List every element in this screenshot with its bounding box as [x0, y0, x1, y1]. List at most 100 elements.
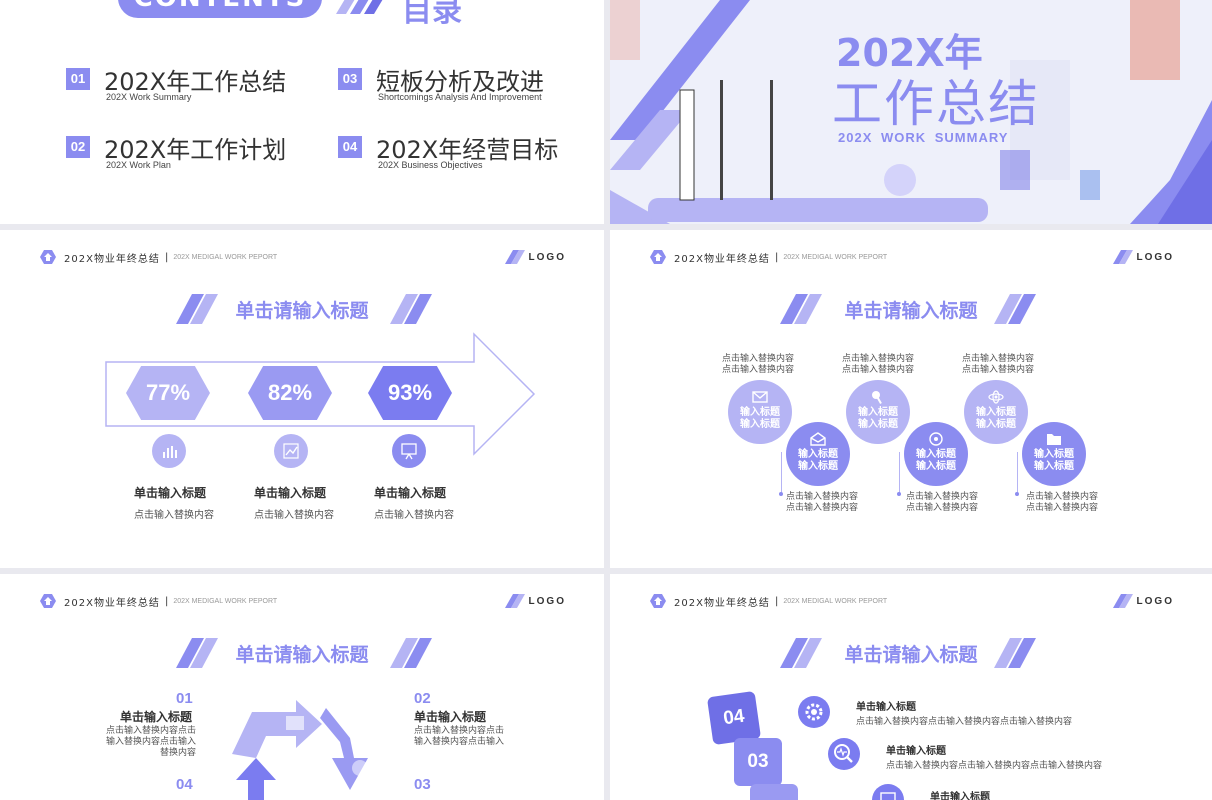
logo: LOGO	[1112, 250, 1174, 264]
logo-text: LOGO	[528, 251, 566, 263]
toc-subtitle: Shortcomings Analysis And Improvement	[378, 92, 542, 102]
toc-title: 202X年工作计划	[104, 136, 287, 164]
title-stripes-right	[390, 294, 432, 324]
cover-slide[interactable]: 202X年 工作总结 202X WORK SUMMARY	[610, 0, 1212, 224]
contents-slide[interactable]: CONTENTS 目录 01 202X年工作总结 202X Work Summa…	[0, 0, 604, 224]
connector-dot	[897, 492, 901, 496]
circles-slide[interactable]: 202X物业年终总结 | 202X MEDIGAL WORK PEPORT LO…	[610, 230, 1212, 568]
circle-2[interactable]: 输入标题输入标题	[786, 422, 850, 486]
step-title-01: 单击输入标题	[120, 710, 193, 724]
logo-text: LOGO	[528, 595, 566, 607]
circle-3[interactable]: 输入标题输入标题	[846, 380, 910, 444]
circle-6[interactable]: 输入标题输入标题	[1022, 422, 1086, 486]
connector-dot	[1015, 492, 1019, 496]
step-number-01: 01	[176, 690, 193, 707]
toc-subtitle: 202X Work Plan	[106, 160, 171, 170]
row-title-02: 单击输入标题	[930, 792, 990, 800]
cover-subtitle: 202X WORK SUMMARY	[838, 130, 1009, 145]
toc-title: 202X年工作总结	[104, 68, 287, 96]
step-number-02: 02	[414, 690, 431, 707]
percent-hex-1: 77%	[126, 366, 210, 420]
step-number-04: 04	[176, 776, 193, 793]
home-hex-icon	[650, 594, 666, 608]
title-stripes-left	[176, 638, 218, 668]
header-subtitle: 202X MEDIGAL WORK PEPORT	[173, 597, 278, 605]
gear-icon	[798, 696, 830, 728]
header-title: 202X物业年终总结	[674, 253, 770, 265]
slide-title: 单击请输入标题	[235, 644, 369, 666]
stairs-slide[interactable]: 202X物业年终总结 | 202X MEDIGAL WORK PEPORT LO…	[610, 574, 1212, 800]
search-pulse-icon	[828, 738, 860, 770]
percent-hex-3: 93%	[368, 366, 452, 420]
slide-header: 202X物业年终总结 | 202X MEDIGAL WORK PEPORT	[40, 594, 278, 609]
top-text-1: 点击输入替换内容点击输入替换内容	[722, 354, 795, 375]
top-text-2: 点击输入替换内容点击输入替换内容	[842, 354, 915, 375]
logo-text: LOGO	[1136, 251, 1174, 263]
step-text-02: 点击输入替换内容点击输入替换内容点击输入	[414, 726, 505, 747]
folder-icon	[1047, 434, 1061, 445]
contents-pill: CONTENTS	[118, 0, 322, 18]
toc-number: 04	[338, 136, 362, 158]
cover-illustration	[610, 0, 1212, 224]
slide-header: 202X物业年终总结 | 202X MEDIGAL WORK PEPORT	[650, 594, 887, 609]
header-title: 202X物业年终总结	[674, 597, 770, 609]
cycle-slide[interactable]: 202X物业年终总结 | 202X MEDIGAL WORK PEPORT LO…	[0, 574, 604, 800]
row-title-03: 单击输入标题	[886, 746, 946, 757]
contents-heading: 目录	[402, 0, 462, 29]
home-hex-icon	[650, 250, 666, 264]
presentation-icon	[872, 784, 904, 800]
logo-stripes-icon	[504, 594, 525, 608]
logo: LOGO	[504, 594, 566, 608]
toc-number: 02	[66, 136, 90, 158]
toc-subtitle: 202X Business Objectives	[378, 160, 483, 170]
cycle-arrows	[232, 700, 368, 800]
slide-title: 单击请输入标题	[844, 300, 978, 322]
mail-icon	[752, 391, 768, 403]
row-title-04: 单击输入标题	[856, 702, 916, 713]
title-stripes-left	[780, 638, 822, 668]
header-separator: |	[164, 595, 169, 607]
logo-text: LOGO	[1136, 595, 1174, 607]
stripes-decoration	[336, 0, 383, 14]
connector-line	[899, 452, 900, 494]
toc-title: 202X年经营目标	[376, 136, 559, 164]
bottom-text-2: 点击输入替换内容点击输入替换内容	[906, 492, 979, 513]
slide-title: 单击请输入标题	[235, 300, 369, 322]
step-number-03: 03	[414, 776, 431, 793]
toc-number: 03	[338, 68, 362, 90]
step-text-01: 点击输入替换内容点击输入替换内容点击输入替换内容	[105, 726, 196, 758]
step-title-02: 单击输入标题	[414, 710, 487, 724]
header-separator: |	[774, 595, 779, 607]
percent-hex-2: 82%	[248, 366, 332, 420]
slide-header: 202X物业年终总结 | 202X MEDIGAL WORK PEPORT	[650, 250, 888, 265]
mail-open-icon	[810, 432, 826, 446]
title-stripes-left	[176, 294, 218, 324]
circle-1[interactable]: 输入标题输入标题	[728, 380, 792, 444]
header-title: 202X物业年终总结	[64, 253, 160, 265]
slide-header: 202X物业年终总结 | 202X MEDIGAL WORK PEPORT	[40, 250, 277, 265]
item-text-3: 点击输入替换内容	[374, 510, 454, 521]
item-title-3: 单击输入标题	[374, 486, 447, 500]
top-text-3: 点击输入替换内容点击输入替换内容	[962, 354, 1035, 375]
percent-arrow-slide[interactable]: 202X物业年终总结 | 202X MEDIGAL WORK PEPORT LO…	[0, 230, 604, 568]
toc-subtitle: 202X Work Summary	[106, 92, 192, 102]
header-title: 202X物业年终总结	[64, 597, 160, 609]
header-separator: |	[774, 251, 779, 263]
home-hex-icon	[40, 594, 56, 608]
row-text-04: 点击输入替换内容点击输入替换内容点击输入替换内容	[856, 717, 1073, 727]
step-box-03: 03	[734, 738, 782, 786]
header-subtitle: 202X MEDIGAL WORK PEPORT	[783, 253, 888, 261]
logo-stripes-icon	[1112, 250, 1133, 264]
logo: LOGO	[1112, 594, 1174, 608]
logo-stripes-icon	[1112, 594, 1133, 608]
phone-icon	[929, 432, 943, 446]
item-title-2: 单击输入标题	[254, 486, 327, 500]
title-stripes-right	[390, 638, 432, 668]
connector-line	[1017, 452, 1018, 494]
atom-icon	[988, 390, 1004, 404]
circle-5[interactable]: 输入标题输入标题	[964, 380, 1028, 444]
key-icon	[872, 391, 882, 404]
item-text-1: 点击输入替换内容	[134, 510, 214, 521]
connector-line	[781, 452, 782, 494]
circle-4[interactable]: 输入标题输入标题	[904, 422, 968, 486]
